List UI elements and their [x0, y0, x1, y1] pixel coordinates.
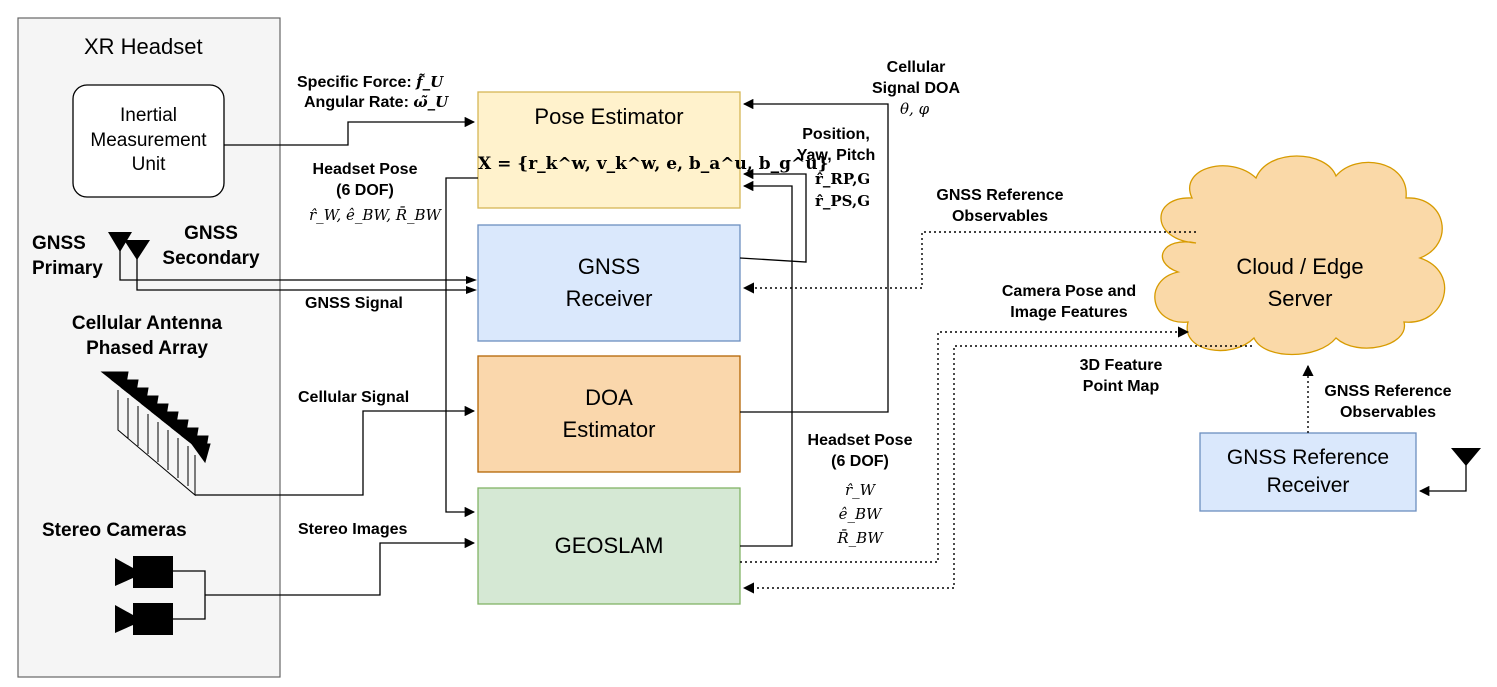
angular-rate-label: Angular Rate: ω̃_U [304, 93, 449, 111]
pose-estimator-title: Pose Estimator [534, 104, 684, 129]
cloud-shape [1154, 155, 1446, 356]
cellular-doa-label: Cellular Signal DOA [871, 59, 960, 97]
cellular-signal-label: Cellular Signal [298, 389, 410, 406]
doa-estimator-box [477, 355, 741, 473]
gnss-receiver-box [477, 224, 741, 342]
geoslam-box [477, 487, 741, 605]
doa-symbols: θ, φ [900, 100, 930, 118]
gnss-reference-observables-right-label: GNSS Reference Observables [1324, 383, 1452, 421]
pose-state-vector: X = {r_k^w, v_k^w, e, b_a^u, b_g^u} [478, 154, 829, 174]
gnss-reference-receiver-label: GNSS Reference Receiver [1226, 445, 1390, 497]
imu-label: Inertial Measurement Unit [90, 105, 207, 176]
stereo-cameras-label: Stereo Cameras [42, 520, 187, 541]
stereo-cameras-icon [115, 556, 173, 635]
gnss-primary-antenna-icon [108, 232, 132, 252]
cloud-server-label: Cloud / Edge Server [1236, 254, 1364, 311]
gnss-receiver-label: GNSS Receiver [565, 254, 653, 311]
headset-pose-left-label: Headset Pose (6 DOF) [312, 161, 418, 199]
xr-headset-title: XR Headset [84, 34, 203, 59]
feature-map-label: 3D Feature Point Map [1079, 357, 1163, 395]
gnss-secondary-label: GNSS Secondary [162, 223, 260, 269]
gnss-primary-label: GNSS Primary [32, 233, 103, 279]
imu-box [72, 84, 225, 198]
stereo-images-label: Stereo Images [298, 521, 408, 538]
gnss-reference-observables-top-label: GNSS Reference Observables [936, 187, 1064, 225]
e-bw-symbol: ê_BW [838, 505, 882, 523]
headset-pose-left-symbols: r̂_W, ê_BW, R̄_BW [309, 206, 441, 224]
pose-estimator-box [477, 91, 741, 209]
camera-pose-features-label: Camera Pose and Image Features [1001, 283, 1137, 321]
headset-pose-right-label: Headset Pose (6 DOF) [807, 432, 913, 470]
gnss-reference-receiver-box [1199, 432, 1417, 512]
r-rp-symbol: r̂_RP,G [815, 170, 871, 188]
r-bw-symbol: R̄_BW [837, 529, 883, 547]
position-yaw-pitch-label: Position, Yaw, Pitch [796, 126, 876, 164]
doa-estimator-label: DOA Estimator [562, 385, 656, 442]
specific-force-label: Specific Force: f̃_U [297, 73, 444, 91]
gnss-reference-antenna-icon [1451, 448, 1481, 466]
gnss-secondary-antenna-icon [124, 240, 150, 260]
r-w-symbol: r̂_W [844, 481, 876, 499]
cellular-array-label: Cellular Antenna Phased Array [71, 313, 223, 359]
phased-array-antenna-icon [100, 371, 211, 464]
geoslam-label: GEOSLAM [554, 533, 664, 559]
r-ps-symbol: r̂_PS,G [815, 192, 871, 210]
gnss-signal-label: GNSS Signal [305, 295, 403, 312]
